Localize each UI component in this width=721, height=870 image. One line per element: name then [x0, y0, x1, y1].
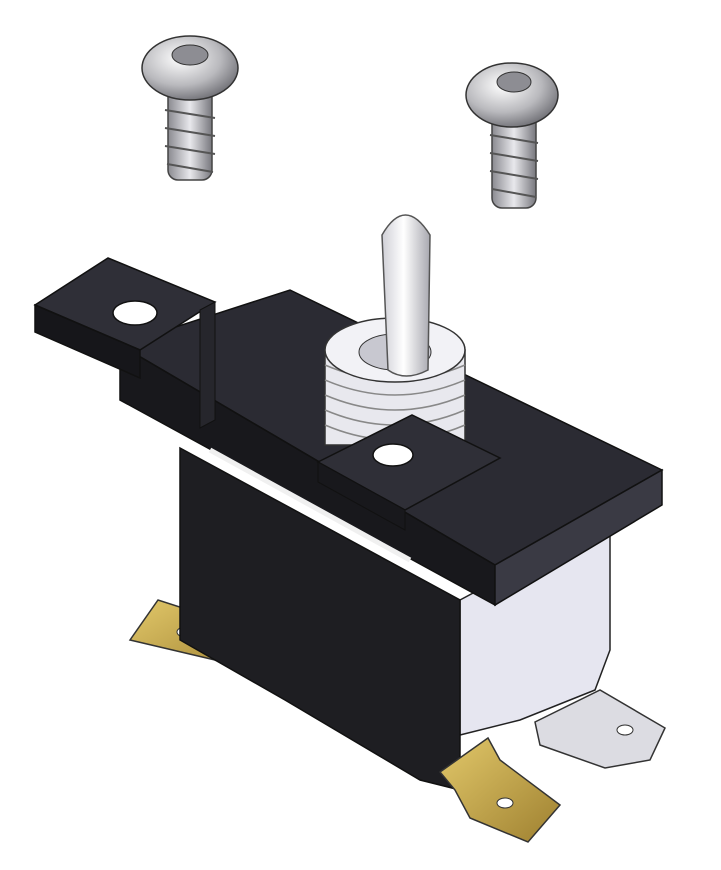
clamp-plate — [316, 414, 502, 531]
switch-body — [179, 446, 611, 791]
screw-left — [141, 35, 239, 181]
terminal-right-silver — [534, 689, 666, 769]
terminal-front-brass — [438, 736, 562, 843]
mounting-tab — [33, 257, 217, 429]
toggle-lever — [381, 214, 431, 377]
screw-right — [465, 62, 559, 209]
